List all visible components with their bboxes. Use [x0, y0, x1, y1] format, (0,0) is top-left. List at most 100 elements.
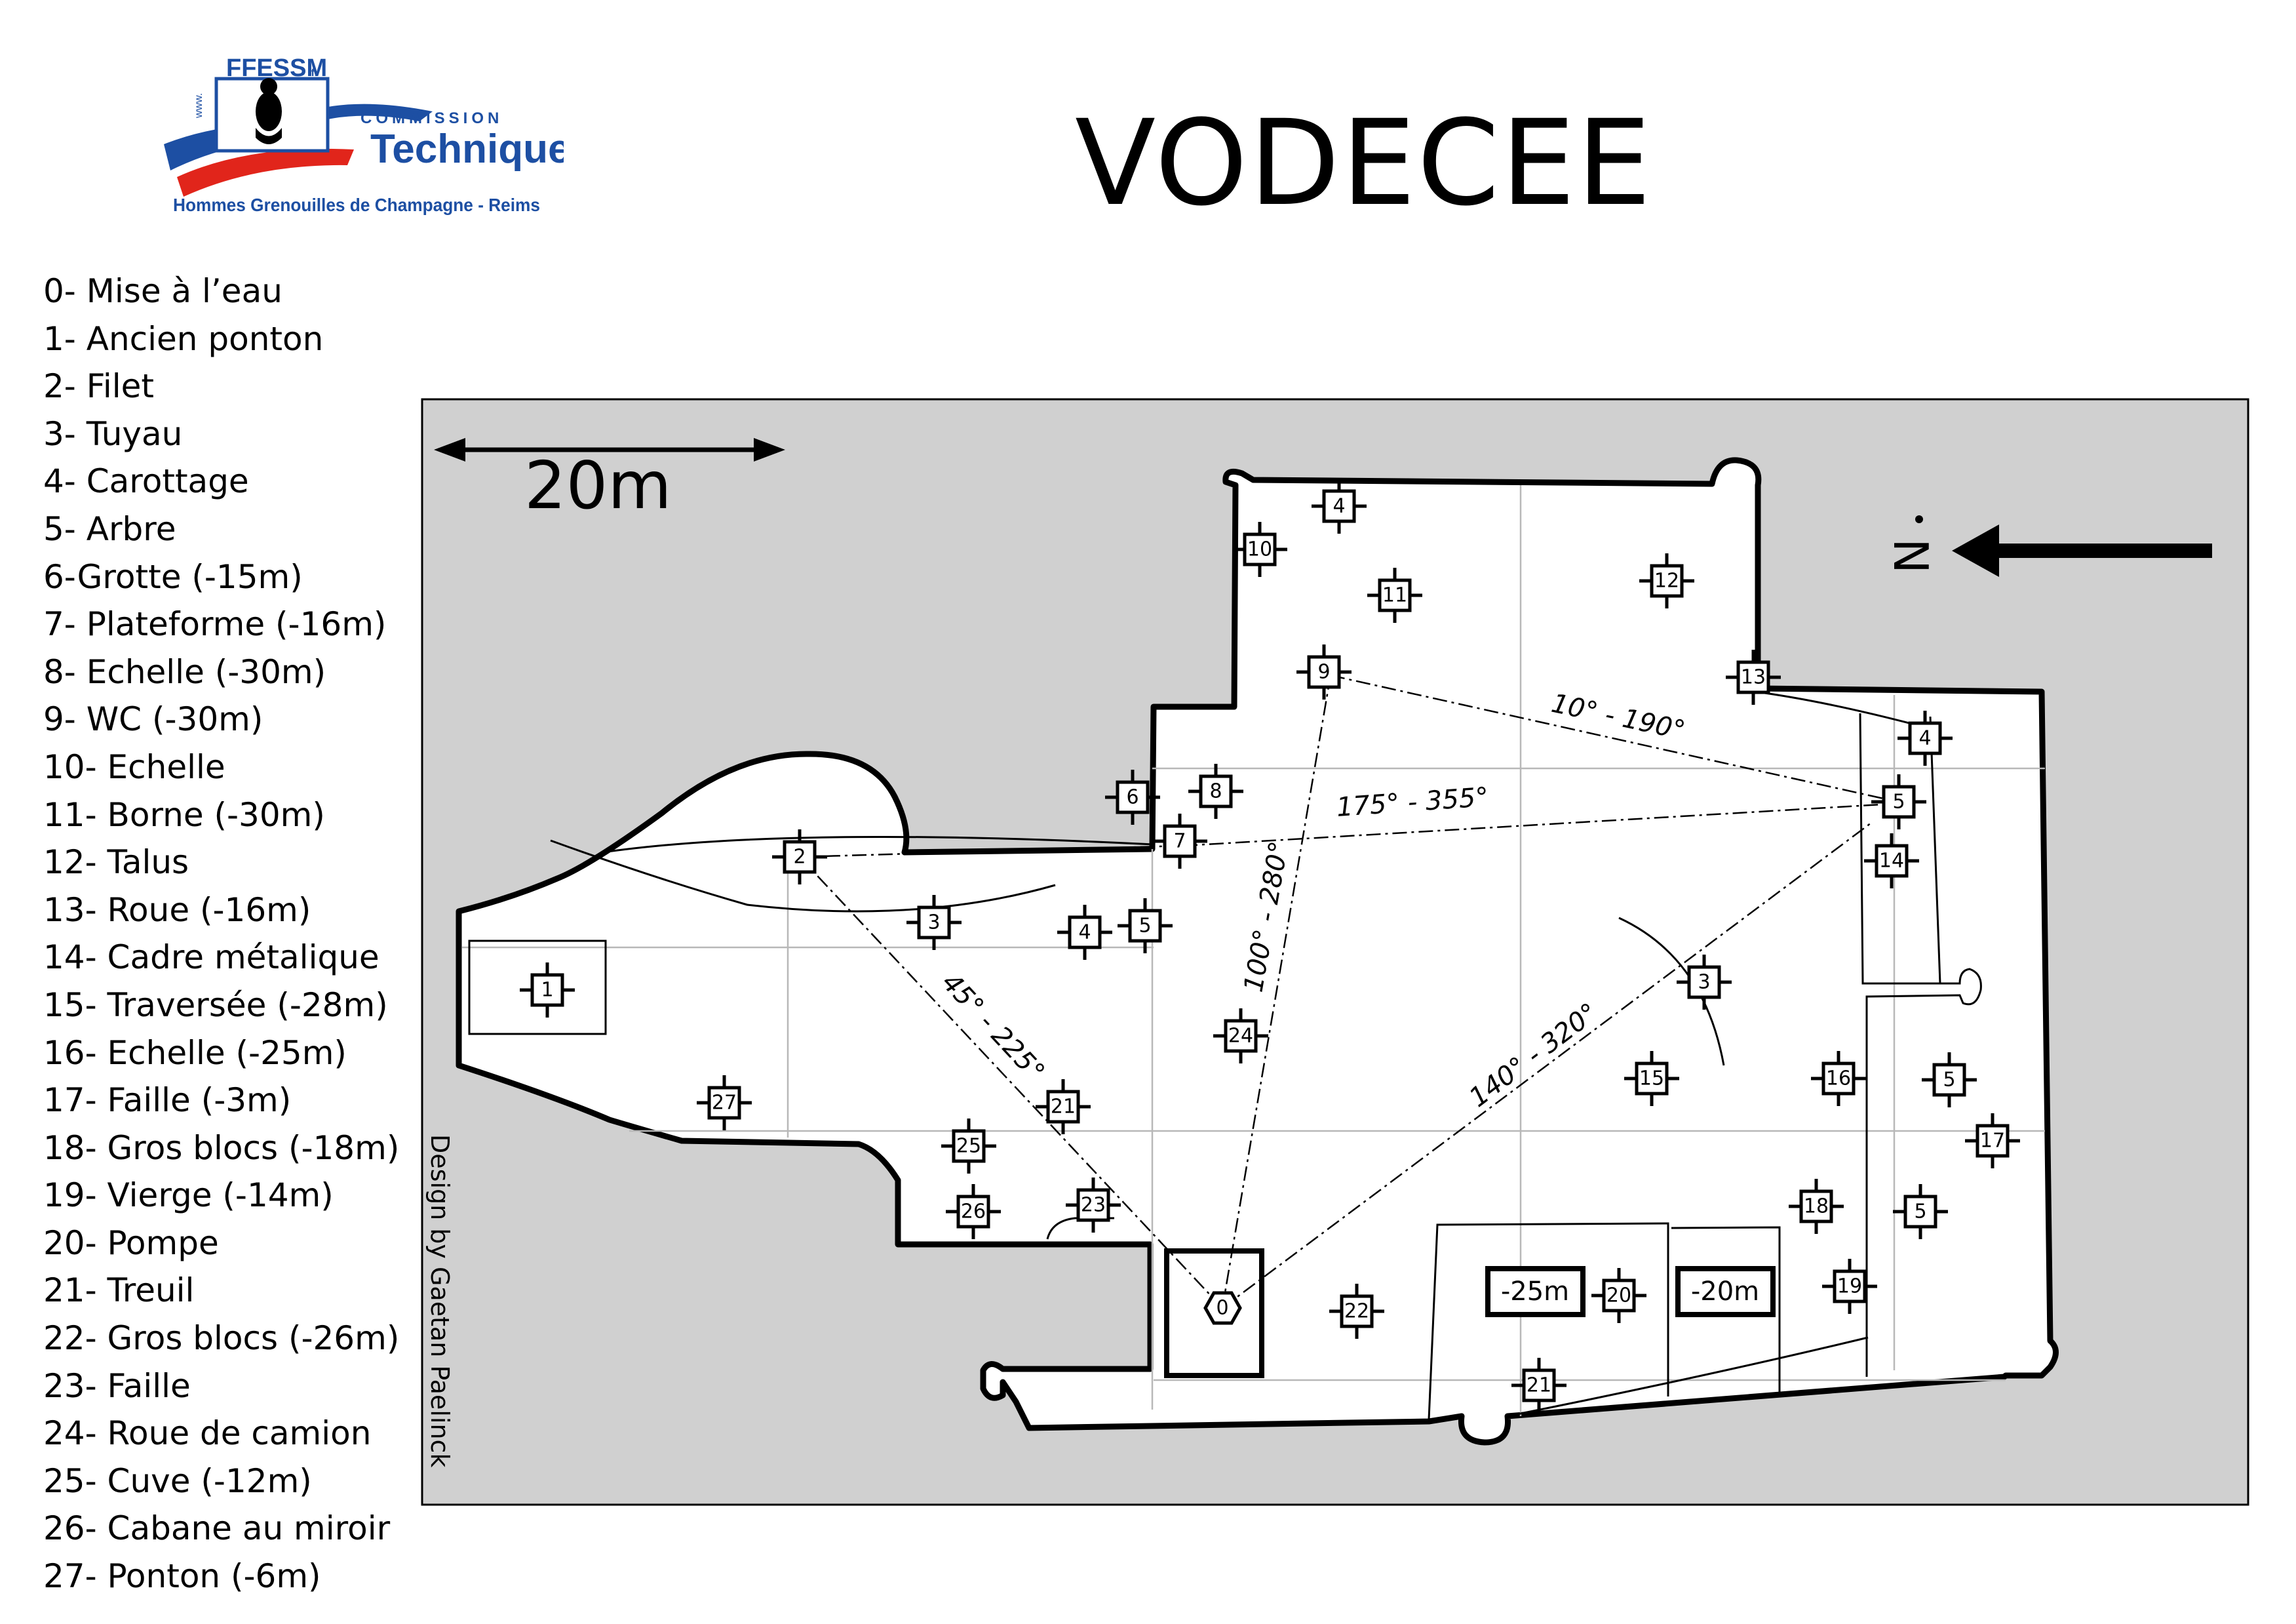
- marker-label: 25: [956, 1135, 981, 1158]
- legend-item: 1- Ancien ponton: [43, 319, 324, 358]
- logo-site-prefix: www.: [193, 93, 204, 119]
- legend-item: 5- Arbre: [43, 509, 176, 548]
- logo-technique: Technique: [370, 127, 564, 172]
- legend-item: 26- Cabane au miroir: [43, 1509, 391, 1548]
- legend-item: 12- Talus: [43, 843, 189, 882]
- diver-emblem-icon: [256, 78, 282, 144]
- legend-item: 9- WC (-30m): [43, 700, 263, 739]
- marker-19: 19: [1822, 1259, 1877, 1314]
- marker-12: 12: [1639, 553, 1694, 608]
- depth-zone-25: -25m: [1485, 1266, 1586, 1317]
- marker-11: 11: [1367, 568, 1422, 623]
- marker-label: 4: [1918, 727, 1931, 750]
- marker-5: 5: [1922, 1052, 1977, 1107]
- marker-3: 3: [906, 895, 962, 950]
- scale-bar: 20m: [434, 438, 785, 524]
- marker-label: 16: [1826, 1067, 1851, 1090]
- marker-13: 13: [1726, 650, 1781, 705]
- logo-brand: FFESSM: [226, 54, 327, 82]
- legend-item: 14- Cadre métalique: [43, 938, 379, 977]
- designer-credit: Design by Gaetan Paelinck: [425, 1134, 454, 1467]
- marker-label: 13: [1741, 666, 1766, 689]
- marker-5: 5: [1118, 898, 1173, 953]
- legend-item: 20- Pompe: [43, 1223, 219, 1262]
- marker-label: 24: [1228, 1025, 1253, 1048]
- marker-5: 5: [1871, 774, 1926, 829]
- marker-label: 15: [1639, 1067, 1664, 1090]
- marker-1: 1: [520, 962, 575, 1018]
- scale-label: 20m: [524, 447, 672, 524]
- marker-label: 10: [1247, 538, 1272, 561]
- legend-item: 10- Echelle: [43, 747, 225, 786]
- north-arrow: N: [1883, 515, 2212, 577]
- legend-item: 15- Traversée (-28m): [43, 985, 388, 1024]
- legend-item: 6-Grotte (-15m): [43, 557, 303, 596]
- ffessm-logo: FFESSM .fr www. COMMISSION Technique Hom…: [164, 54, 564, 215]
- marker-label: 19: [1837, 1275, 1862, 1298]
- marker-label: 7: [1173, 830, 1186, 853]
- marker-4: 4: [1057, 905, 1112, 960]
- legend-item: 23- Faille: [43, 1366, 191, 1405]
- marker-8: 8: [1188, 764, 1243, 819]
- marker-label: 9: [1317, 661, 1330, 684]
- logo-club: Hommes Grenouilles de Champagne - Reims: [173, 195, 540, 215]
- legend-item: 13- Roue (-16m): [43, 890, 311, 929]
- marker-25: 25: [941, 1119, 996, 1174]
- marker-7: 7: [1152, 814, 1207, 869]
- legend-item: 22- Gros blocs (-26m): [43, 1319, 400, 1358]
- legend-item: 0- Mise à l’eau: [43, 272, 282, 310]
- legend-item: 4- Carottage: [43, 462, 249, 501]
- north-arrow-icon: [1952, 525, 1999, 577]
- marker-label: 18: [1804, 1195, 1829, 1218]
- legend-item: 27- Ponton (-6m): [43, 1557, 321, 1596]
- marker-6: 6: [1105, 770, 1160, 825]
- marker-9: 9: [1296, 644, 1352, 700]
- marker-label: 5: [1943, 1069, 1955, 1092]
- arrow-left-icon: [434, 438, 465, 462]
- marker-label: 5: [1138, 915, 1151, 938]
- legend-item: 25- Cuve (-12m): [43, 1461, 312, 1500]
- legend-item: 8- Echelle (-30m): [43, 652, 326, 691]
- marker-label: 8: [1209, 780, 1222, 803]
- marker-label: 26: [961, 1200, 986, 1223]
- marker-label: 11: [1382, 584, 1407, 607]
- svg-text:-25m: -25m: [1501, 1277, 1569, 1307]
- marker-22: 22: [1329, 1284, 1384, 1339]
- logo-swoosh-dark: [321, 104, 433, 121]
- marker-16: 16: [1811, 1051, 1866, 1106]
- marker-24: 24: [1213, 1008, 1268, 1063]
- marker-label: 23: [1081, 1194, 1106, 1217]
- quarry-outline: [456, 457, 2059, 1446]
- svg-text:-20m: -20m: [1691, 1277, 1759, 1307]
- legend-item: 18- Gros blocs (-18m): [43, 1128, 400, 1167]
- bearing-routes: [799, 674, 1905, 1309]
- legend-item: 11- Borne (-30m): [43, 795, 325, 834]
- marker-label: 27: [712, 1092, 737, 1115]
- marker-2: 2: [772, 829, 827, 884]
- legend-item: 24- Roue de camion: [43, 1414, 372, 1453]
- marker-5: 5: [1893, 1184, 1948, 1239]
- logo-swoosh-red: [177, 148, 354, 197]
- marker-label: 17: [1980, 1130, 2005, 1153]
- marker-18: 18: [1789, 1179, 1844, 1234]
- marker-label: 21: [1527, 1374, 1551, 1397]
- logo-commission: COMMISSION: [360, 109, 503, 127]
- marker-4: 4: [1897, 711, 1953, 766]
- legend-list: 0- Mise à l’eau 1- Ancien ponton 2- Filet 3…: [43, 267, 399, 1600]
- marker-label: 5: [1892, 791, 1905, 814]
- legend-item: 2- Filet: [43, 367, 155, 406]
- marker-14: 14: [1864, 833, 1919, 888]
- marker-23: 23: [1066, 1178, 1121, 1233]
- legend-item: 16- Echelle (-25m): [43, 1033, 347, 1072]
- marker-label: 3: [927, 911, 940, 934]
- legend-item: 3- Tuyau: [43, 414, 183, 453]
- marker-label: 14: [1879, 850, 1904, 873]
- legend-item: 7- Plateforme (-16m): [43, 605, 387, 644]
- marker-21: 21: [1511, 1358, 1566, 1413]
- marker-label: 12: [1654, 570, 1679, 593]
- marker-17: 17: [1965, 1113, 2020, 1168]
- marker-26: 26: [946, 1184, 1001, 1239]
- marker-4: 4: [1312, 479, 1367, 534]
